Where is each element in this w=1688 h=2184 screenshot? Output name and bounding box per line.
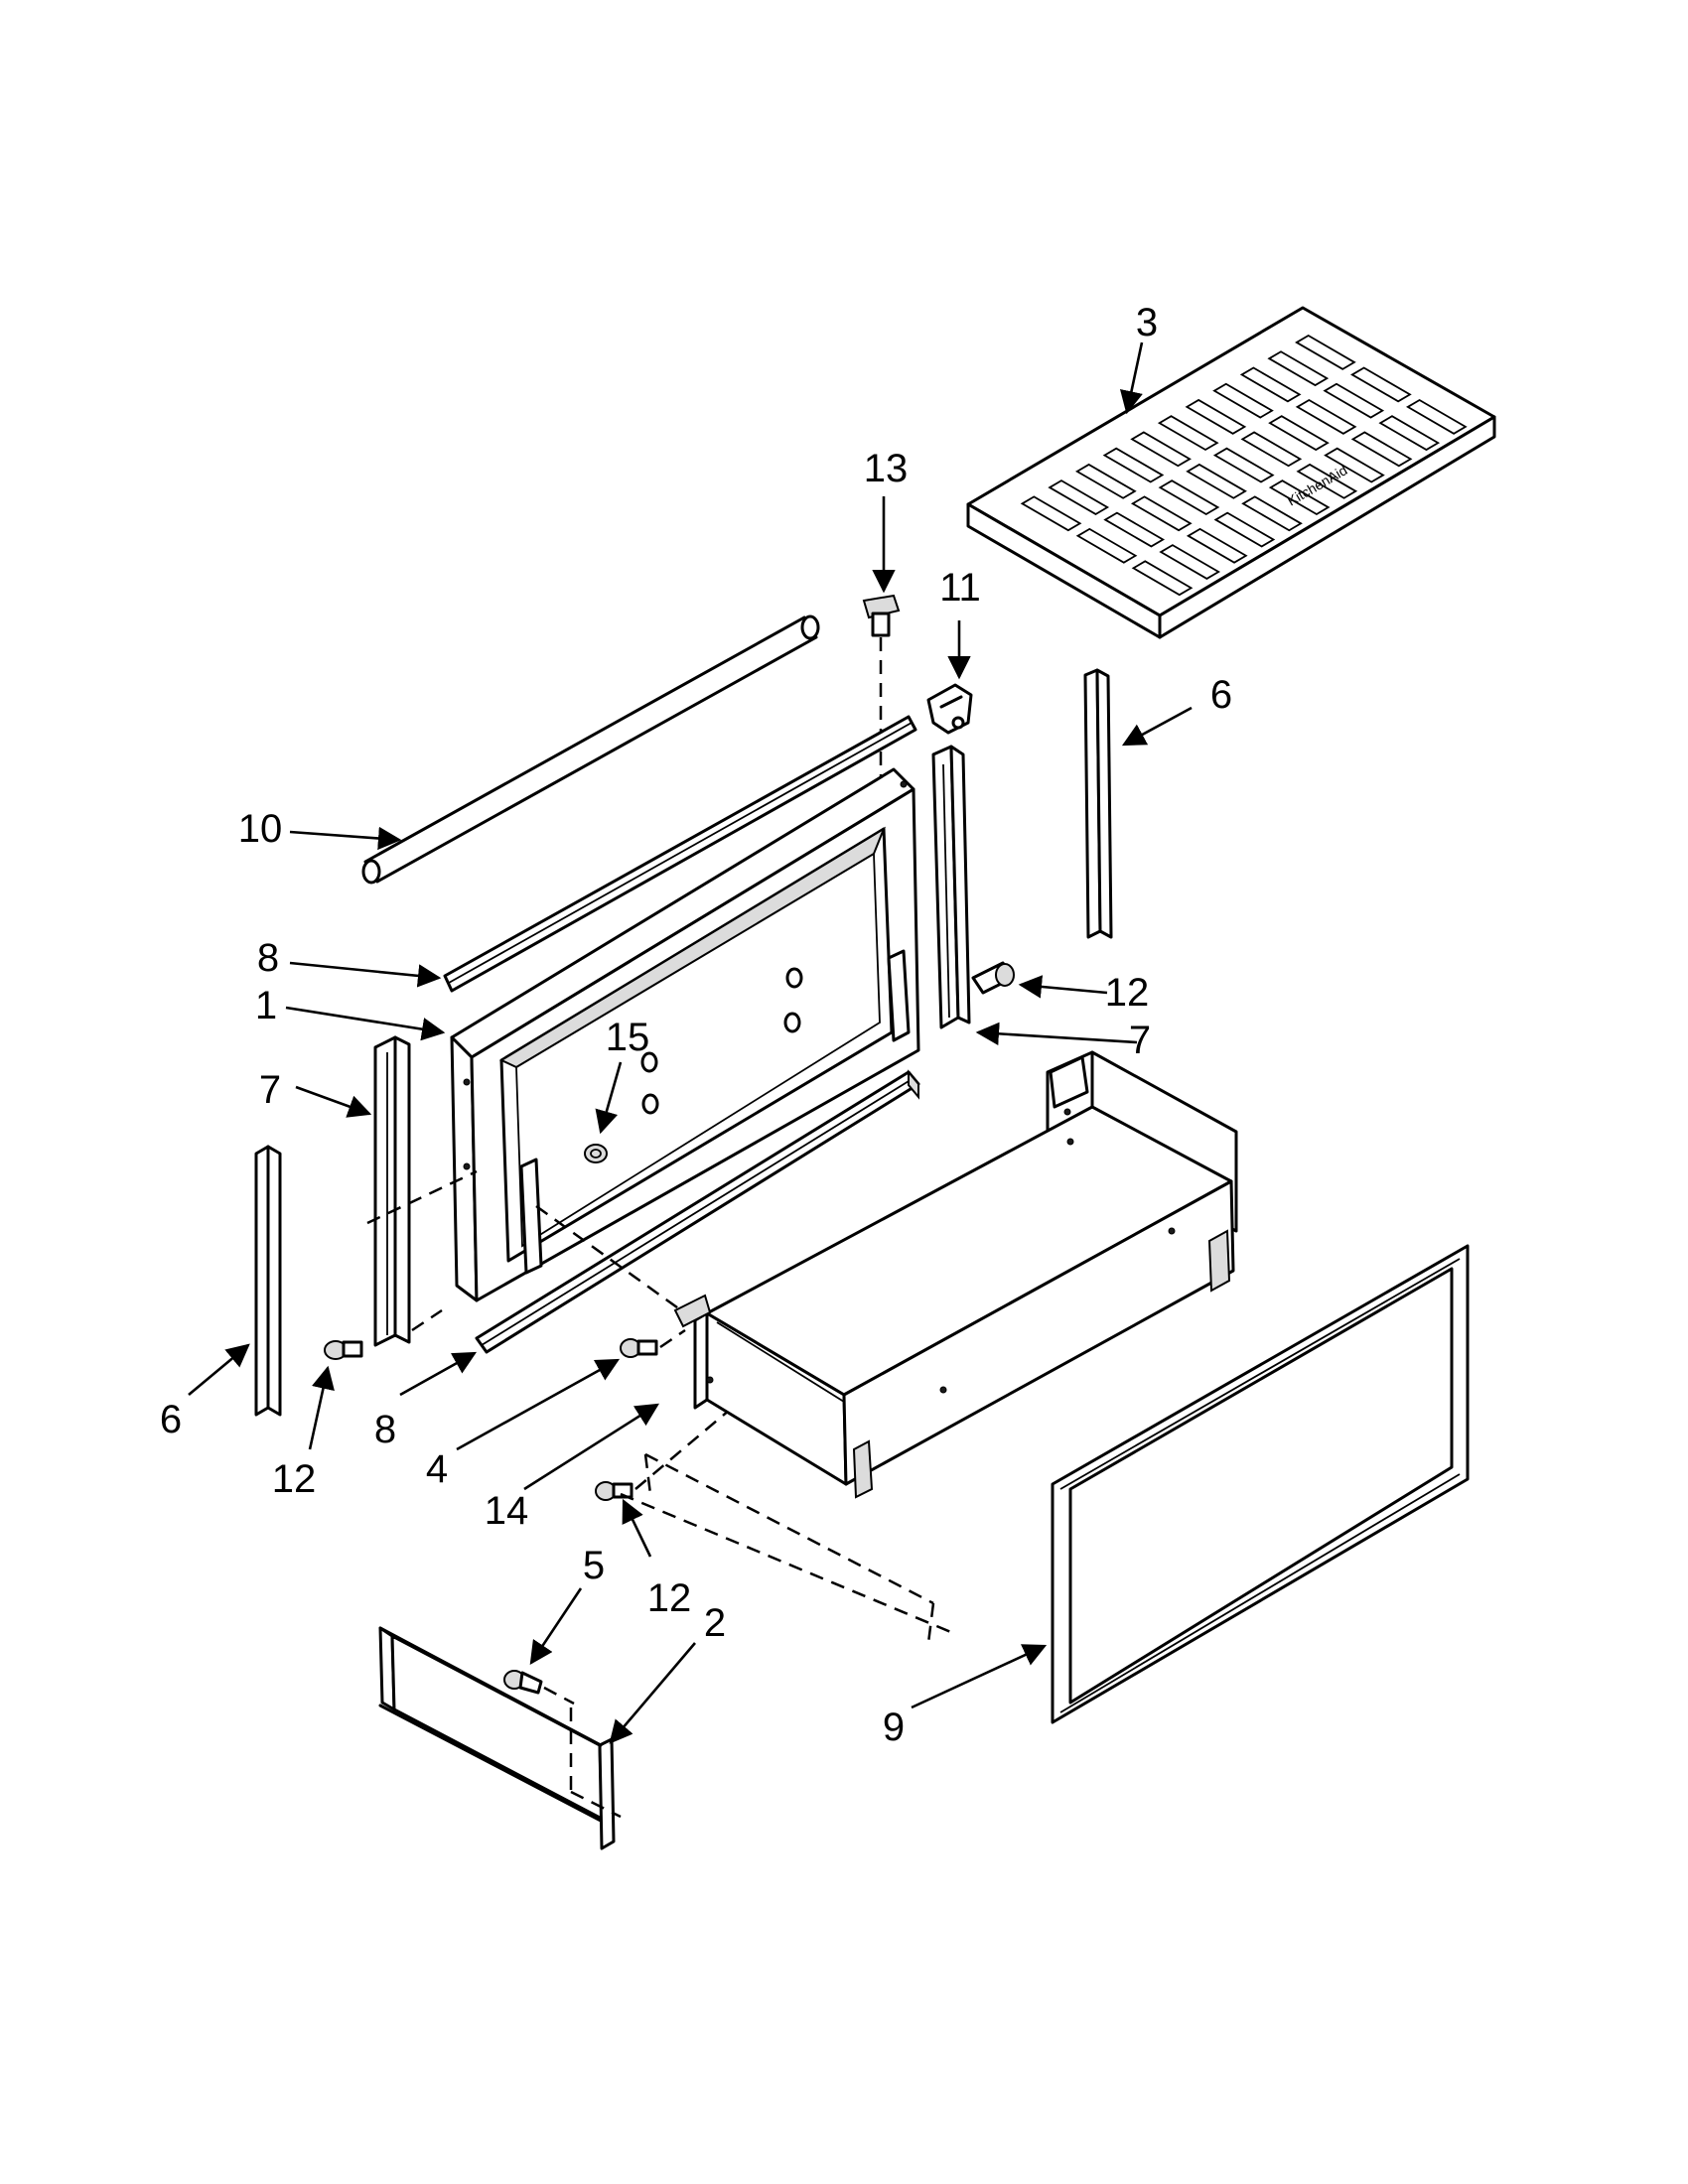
part-9-gasket-frame [1051, 1244, 1470, 1724]
grille-slot [1158, 479, 1220, 516]
part-3-grille: KitchenAid [966, 306, 1496, 639]
grille-slot [1406, 398, 1468, 435]
callout-4: 4 [426, 1447, 448, 1491]
callout-2: 2 [704, 1601, 726, 1645]
callout-10: 10 [238, 807, 283, 851]
part-7-right-channel [931, 745, 971, 1029]
grille-slot [1159, 544, 1220, 580]
part-4-screw [620, 1338, 658, 1358]
part-2-kickplate [378, 1626, 622, 1850]
callout-15: 15 [606, 1016, 650, 1059]
grille-slot [1296, 463, 1358, 499]
callout-14: 14 [485, 1489, 529, 1533]
part-12-screw-right [971, 961, 1015, 995]
callout-13: 13 [864, 447, 909, 490]
grille-slot [1130, 495, 1193, 532]
callout-7-left: 7 [259, 1068, 281, 1112]
grille-slot [1130, 431, 1192, 468]
part-5-screw [503, 1670, 575, 1706]
grille-slot [1295, 334, 1356, 370]
callout-6-left: 6 [160, 1398, 182, 1441]
callout-7-right: 7 [1129, 1019, 1151, 1062]
grille-slot [1185, 398, 1247, 435]
hidden-frame-dashed [643, 1452, 935, 1644]
grille-slot [1350, 366, 1412, 403]
callout-12-bottom: 12 [647, 1576, 692, 1620]
grille-slot [1075, 463, 1137, 499]
grille-slot [1048, 479, 1110, 516]
part-8-bottom-rail [475, 1069, 920, 1354]
callout-1: 1 [255, 984, 277, 1027]
grille-slot [1186, 527, 1248, 564]
part-7-left-channel [373, 1035, 411, 1347]
grille-slot [1157, 415, 1219, 452]
callout-8-top: 8 [257, 936, 279, 980]
part-14-drawer-basket [673, 1050, 1238, 1499]
part-12-screw-bottom [595, 1481, 633, 1501]
callout-5: 5 [583, 1544, 605, 1587]
grille-slot [1186, 463, 1247, 499]
callout-12-left: 12 [272, 1457, 317, 1501]
part-8-top-rail [443, 715, 917, 993]
grille-slot [1212, 447, 1275, 483]
grille-slot [1267, 350, 1330, 387]
callout-9: 9 [883, 1706, 905, 1749]
callout-8-bottom: 8 [374, 1408, 396, 1451]
grille-slot [1240, 431, 1303, 468]
grille-slot [1268, 479, 1331, 516]
part-12-screw-left [324, 1340, 363, 1360]
part-6-right-strip [1083, 668, 1113, 939]
grille-slot [1212, 382, 1274, 419]
grille-slot [1239, 366, 1302, 403]
grille-slot [1295, 398, 1357, 435]
grille-slot [1378, 415, 1441, 452]
part-13-screw [862, 594, 901, 784]
grille-slot [1241, 495, 1303, 532]
part-11-clip [926, 683, 973, 735]
grille-slot [1131, 560, 1194, 597]
grille-slot [1350, 431, 1413, 468]
grille-slot [1324, 447, 1385, 483]
part-6-left-strip [254, 1145, 282, 1417]
grille-slot [1323, 382, 1385, 419]
grille-slot [1103, 511, 1166, 548]
callout-11: 11 [939, 566, 981, 610]
grille-slot [1020, 495, 1082, 532]
part-10-tube [361, 614, 820, 885]
grille-slot [1075, 527, 1138, 564]
grille-slot [1213, 511, 1276, 548]
callout-3: 3 [1136, 301, 1158, 344]
grille-slot [1102, 447, 1165, 483]
grille-slot [1268, 415, 1330, 452]
leader-lines [188, 341, 1193, 1744]
part-15-nut [584, 1144, 608, 1163]
callout-6-right: 6 [1210, 673, 1232, 717]
callout-12-right: 12 [1105, 971, 1150, 1015]
